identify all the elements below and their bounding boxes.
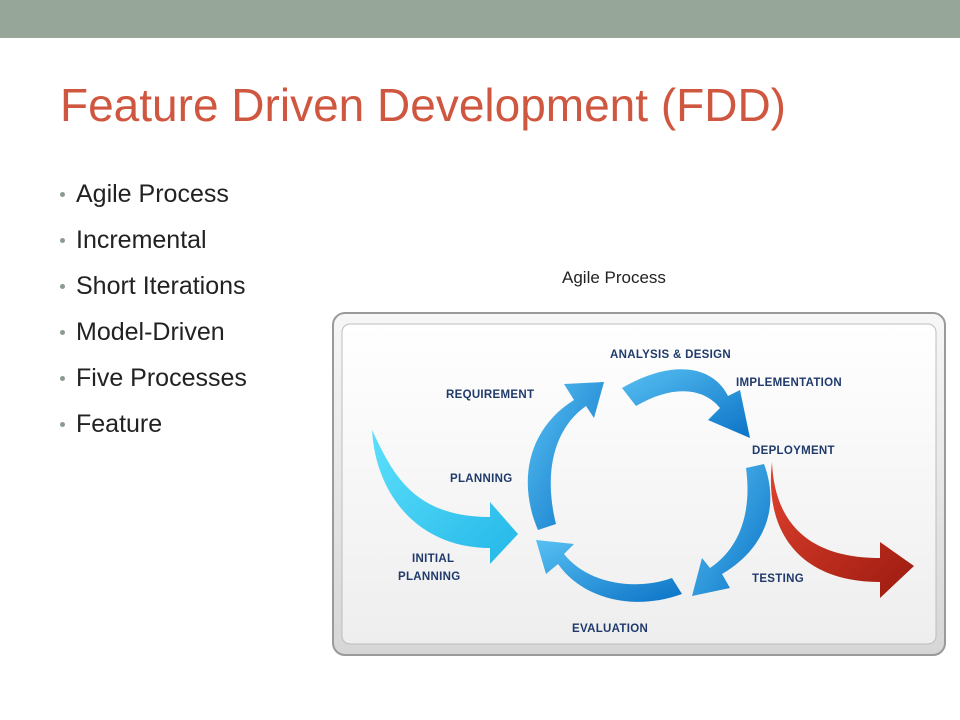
diagram-caption: Agile Process xyxy=(562,268,666,287)
agile-process-diagram: ANALYSIS & DESIGN IMPLEMENTATION REQUIRE… xyxy=(332,312,946,656)
label-testing: TESTING xyxy=(752,573,804,585)
label-initial-line2: PLANNING xyxy=(398,571,460,583)
label-evaluation: EVALUATION xyxy=(572,623,648,635)
label-requirement: REQUIREMENT xyxy=(446,389,534,401)
diagram-inner-panel xyxy=(341,323,937,645)
bullet-item: Feature xyxy=(60,402,247,448)
bullet-list: Agile Process Incremental Short Iteratio… xyxy=(60,172,247,448)
top-bar xyxy=(0,0,960,38)
label-deployment: DEPLOYMENT xyxy=(752,445,835,457)
label-implementation: IMPLEMENTATION xyxy=(736,377,842,389)
label-planning: PLANNING xyxy=(450,473,512,485)
label-initial-line1: INITIAL xyxy=(412,553,454,565)
initial-planning-arrow xyxy=(372,430,518,564)
evaluation-arrow xyxy=(536,540,682,602)
output-arrow xyxy=(770,462,914,598)
bullet-item: Five Processes xyxy=(60,356,247,402)
analysis-design-arrow xyxy=(622,369,750,438)
label-analysis-design: ANALYSIS & DESIGN xyxy=(610,349,731,361)
bullet-item: Agile Process xyxy=(60,172,247,218)
bullet-item: Incremental xyxy=(60,218,247,264)
bullet-item: Short Iterations xyxy=(60,264,247,310)
testing-arrow xyxy=(692,464,771,596)
bullet-item: Model-Driven xyxy=(60,310,247,356)
requirement-arrow xyxy=(527,382,604,530)
slide-title: Feature Driven Development (FDD) xyxy=(60,79,787,131)
